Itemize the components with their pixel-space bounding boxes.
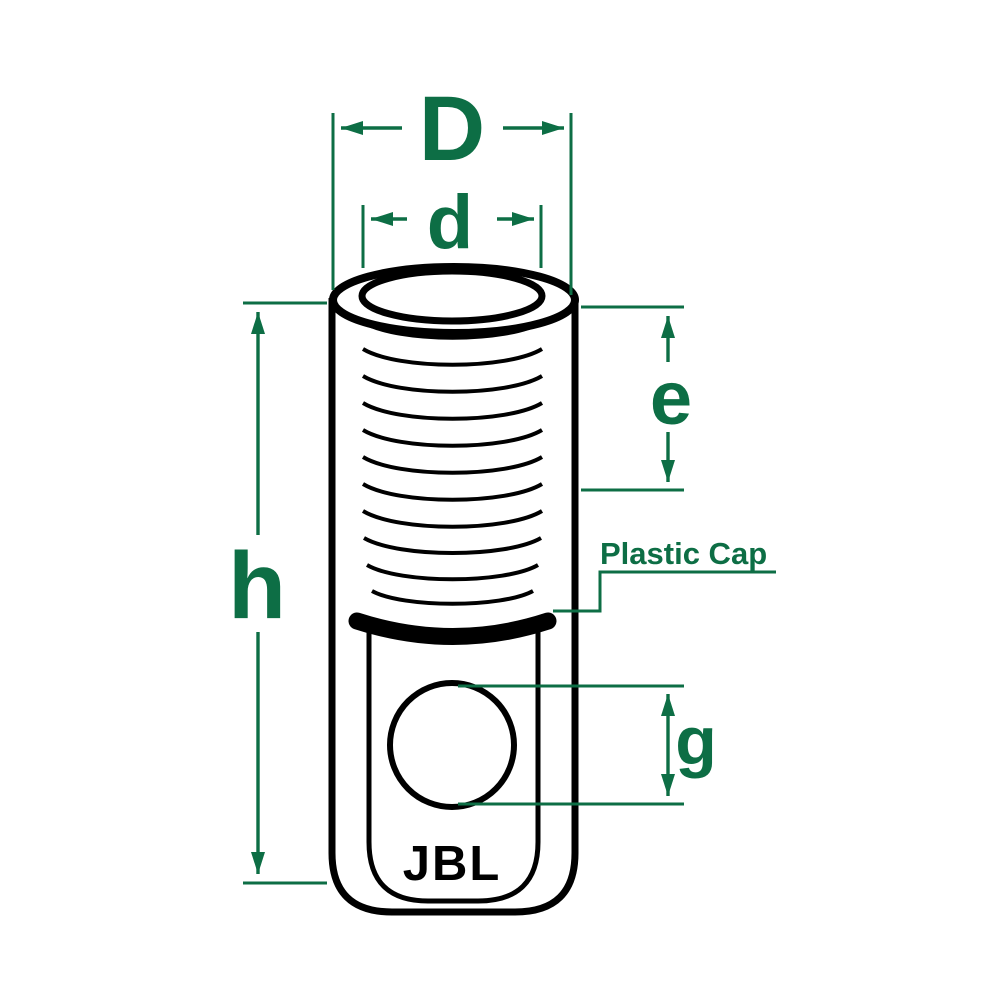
plastic-cap-leader-line (553, 570, 776, 613)
plastic-cap-label: Plastic Cap (600, 536, 767, 571)
outer-body-outline (328, 298, 579, 916)
total-height-label: h (228, 533, 286, 639)
brand-label: JBL (403, 837, 502, 891)
dimension-thread-length: e (581, 305, 692, 492)
outer-diameter-label: D (419, 78, 485, 180)
thread-length-label: e (650, 356, 692, 441)
dimension-outer-diameter: D (331, 78, 573, 295)
hole-diameter-label: g (675, 703, 717, 779)
thread-ridges (361, 320, 544, 606)
inner-panel-outline (366, 630, 541, 904)
inner-diameter-label: d (427, 180, 473, 265)
plastic-cap-shape (348, 612, 557, 645)
dimension-total-height: h (228, 301, 327, 885)
dimension-inner-diameter: d (361, 180, 543, 268)
outer-rim-ellipse (329, 263, 579, 337)
plastic-cap-callout: Plastic Cap (553, 536, 776, 613)
inner-rim-ellipse (358, 267, 546, 325)
dimension-hole-diameter: g (458, 684, 717, 806)
cross-hole-circle (387, 680, 517, 810)
anchor-body-drawing: JBL (328, 263, 579, 916)
